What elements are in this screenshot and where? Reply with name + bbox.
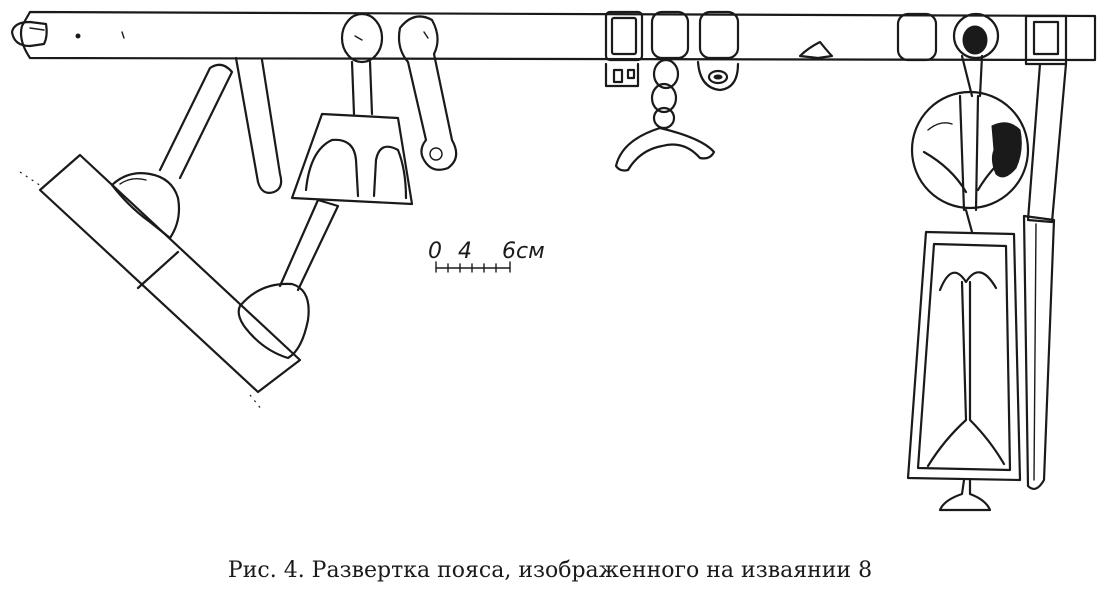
buckle [10, 20, 48, 48]
figure-caption: Рис. 4. Развертка пояса, изображенного н… [227, 558, 873, 583]
dagger-sheath [906, 230, 1022, 512]
strap-to-sheath [110, 63, 234, 240]
knife [1022, 62, 1068, 490]
belt-strap [10, 10, 1097, 62]
scale-bar: 0 4 6см [428, 239, 545, 273]
belt-hole [121, 31, 125, 39]
pendant-spoon [397, 15, 458, 171]
mirror-pendant [910, 12, 1030, 234]
scale-label-4: 4 [458, 239, 472, 264]
left-sheath [19, 153, 302, 411]
scale-label-0: 0 [428, 239, 442, 264]
belt-plaques [604, 10, 1068, 92]
ladle-pendant [237, 198, 340, 360]
pendant-trapezoid [290, 12, 414, 206]
scale-label-6: 6см [502, 239, 545, 264]
belt-hook [798, 40, 834, 60]
crescent-pendant [614, 58, 716, 172]
belt-hole [75, 33, 81, 39]
hanging-strap [234, 56, 283, 194]
